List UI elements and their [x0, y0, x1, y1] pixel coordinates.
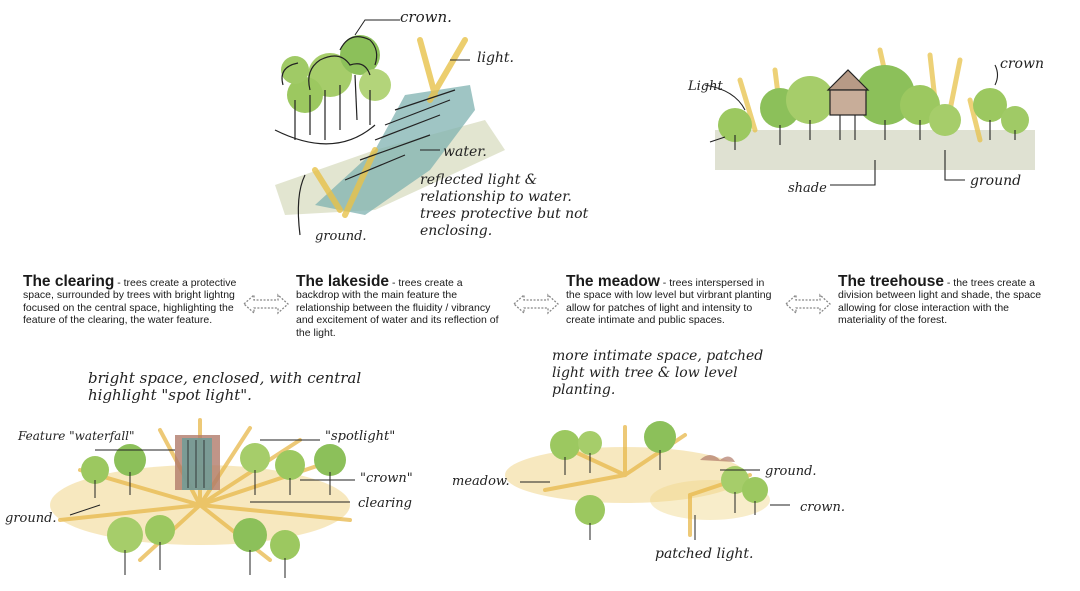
- panel-text: - trees create a backdrop with the main …: [296, 277, 499, 339]
- light-label: light.: [477, 50, 514, 66]
- light-label: Light: [687, 79, 723, 94]
- panel-treehouse: The treehouse - the trees create a divis…: [838, 273, 1058, 327]
- ground-label: ground.: [5, 511, 57, 526]
- meadow-sketch: meadow. ground. crown. patched light.: [452, 421, 845, 562]
- tree-row: [704, 64, 1029, 186]
- lakeside-sketch: crown. light. water. ground.: [274, 8, 514, 244]
- crown-label: "crown": [360, 471, 413, 486]
- clearing-sketch: Feature "waterfall" "spotlight" "crown" …: [5, 418, 413, 578]
- panel-text: - trees interspersed in the space with l…: [566, 277, 772, 327]
- crown-label: crown.: [400, 8, 452, 26]
- ground-label: ground: [970, 173, 1021, 189]
- treehouse-sketch: Light crown shade ground: [687, 47, 1044, 196]
- ground-label: ground.: [765, 464, 817, 479]
- meadow-label: meadow.: [452, 474, 510, 489]
- panel-text: - the trees create a division between li…: [838, 277, 1042, 327]
- ground-label: ground.: [315, 229, 367, 244]
- spotlight-label: "spotlight": [325, 429, 395, 444]
- double-arrow-icon: [785, 293, 831, 315]
- shade-label: shade: [788, 181, 827, 196]
- panel-meadow: The meadow - trees interspersed in the s…: [566, 273, 778, 327]
- clearing-label: clearing: [358, 496, 412, 511]
- panel-clearing: The clearing - trees create a protective…: [23, 273, 238, 327]
- double-arrow-icon: [513, 293, 559, 315]
- panel-title: The lakeside: [296, 273, 390, 290]
- clearing-note: bright space, enclosed, with central hig…: [88, 369, 362, 404]
- panel-title: The clearing: [23, 273, 115, 290]
- crown-label: crown.: [800, 500, 845, 515]
- tree-ring: [69, 439, 355, 578]
- treehouse: [829, 89, 867, 116]
- water-label: water.: [443, 144, 487, 160]
- panel-title: The meadow: [566, 273, 660, 290]
- tree-scatter: [520, 421, 790, 540]
- panel-text: - trees create a protective space, surro…: [23, 277, 237, 327]
- patched-label: patched light.: [655, 546, 754, 562]
- panel-lakeside: The lakeside - trees create a backdrop w…: [296, 273, 504, 339]
- meadow-note: more intimate space, patched light with …: [552, 348, 764, 398]
- double-arrow-icon: [243, 293, 289, 315]
- crown-label: crown: [1000, 56, 1044, 72]
- feature-label: Feature "waterfall": [17, 429, 135, 443]
- lakeside-note: reflected light & relationship to water.…: [420, 172, 589, 239]
- panel-title: The treehouse: [838, 273, 944, 290]
- tree-cluster: [274, 19, 470, 236]
